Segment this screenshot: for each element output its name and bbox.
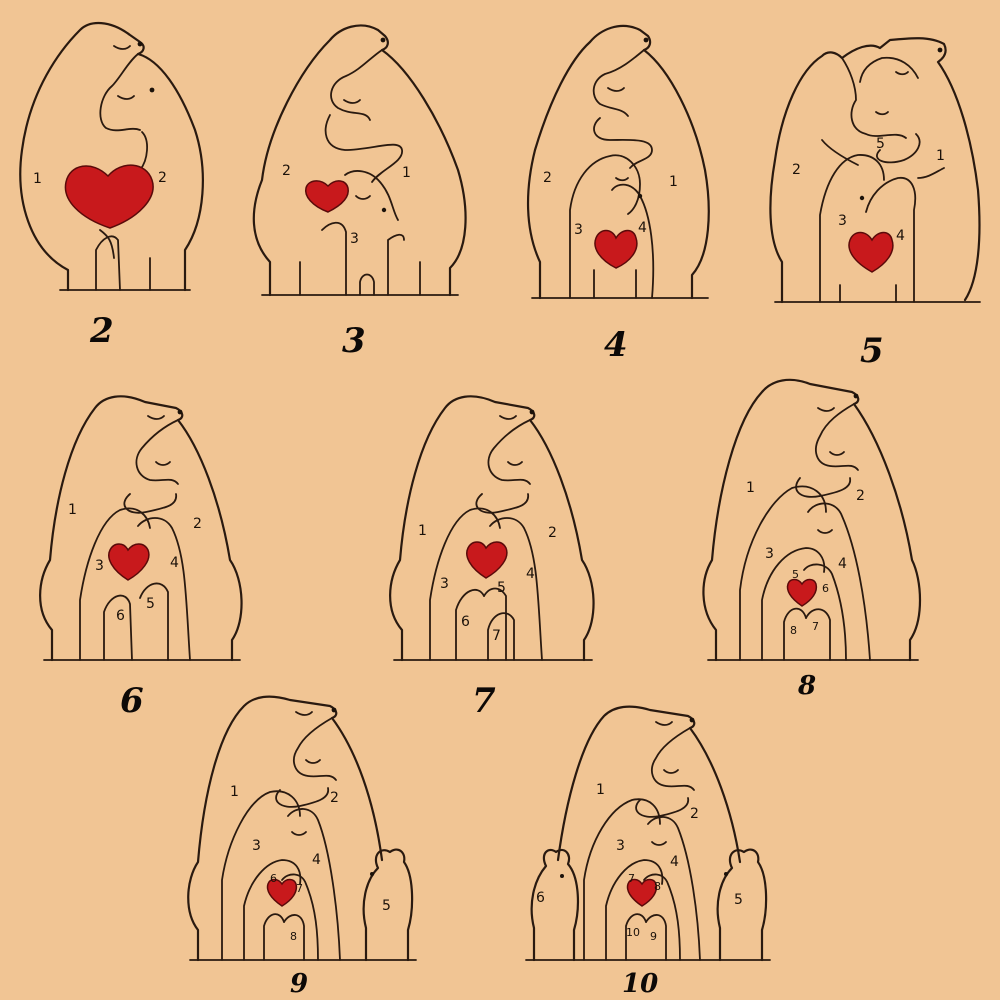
bear-number-label: 1 [230, 784, 239, 800]
bear-number-label: 5 [146, 596, 155, 612]
bear-number-label: 1 [596, 782, 605, 798]
bear-number-label: 4 [526, 566, 535, 582]
bear-number-label: 4 [312, 852, 321, 868]
bear-number-label: 6 [270, 872, 277, 885]
variant-3: 2 1 3 3 [252, 24, 467, 361]
bear-number-label: 8 [290, 930, 297, 943]
bear-number-label: 6 [461, 614, 470, 630]
variant-10: 1 2 3 4 7 8 10 9 6 5 10 [525, 705, 771, 999]
heart-icon [64, 164, 154, 229]
bear-number-label: 3 [765, 546, 774, 562]
bear-number-label: 4 [638, 220, 647, 236]
bear-number-label: 2 [548, 525, 557, 541]
bear-number-label: 6 [822, 582, 829, 595]
variant-5: 2 1 5 3 4 5 [769, 37, 981, 371]
bear-number-label: 3 [350, 231, 359, 247]
variant-4: 2 1 3 4 4 [526, 24, 710, 365]
bear-number-label: 8 [654, 880, 661, 893]
variant-caption: 8 [797, 671, 816, 701]
bear-number-label: 2 [282, 163, 291, 179]
bear-number-label: 6 [116, 608, 125, 624]
bear-number-label: 8 [790, 624, 797, 637]
variant-caption: 10 [622, 969, 658, 999]
variant-caption: 2 [89, 311, 114, 351]
bear-number-label: 5 [497, 580, 506, 596]
variant-caption: 5 [860, 331, 884, 371]
bear-number-label: 4 [896, 228, 905, 244]
variant-caption: 9 [290, 969, 308, 999]
bear-number-label: 2 [856, 488, 865, 504]
variant-caption: 7 [472, 681, 496, 721]
bear-number-label: 3 [440, 576, 449, 592]
heart-icon [786, 578, 818, 607]
heart-icon [594, 229, 638, 269]
variant-7: 1 2 3 5 4 6 7 7 [389, 395, 595, 721]
bear-number-label: 6 [536, 890, 545, 906]
bear-number-label: 3 [616, 838, 625, 854]
variant-caption: 3 [342, 321, 366, 361]
bear-outline [526, 24, 710, 300]
variant-caption: 4 [604, 325, 628, 365]
heart-icon [266, 878, 298, 907]
bear-outline [19, 22, 204, 292]
bear-number-label: 1 [402, 165, 411, 181]
bear-outline [702, 378, 922, 662]
bear-number-label: 10 [626, 926, 640, 939]
bear-number-label: 5 [876, 136, 885, 152]
bear-outline [39, 395, 243, 662]
bear-number-label: 2 [330, 790, 339, 806]
bear-number-label: 5 [382, 898, 391, 914]
variant-8: 1 2 3 4 5 6 8 7 8 [702, 378, 922, 701]
bear-outline [187, 695, 417, 962]
bear-number-label: 4 [838, 556, 847, 572]
variant-2: 1 2 2 [19, 22, 204, 351]
variant-caption: 6 [120, 681, 144, 721]
variant-6: 1 2 3 4 6 5 6 [39, 395, 243, 721]
heart-icon [626, 878, 658, 907]
bear-number-label: 1 [669, 174, 678, 190]
bear-outline [525, 705, 771, 962]
bear-number-label: 2 [690, 806, 699, 822]
bear-number-label: 5 [792, 568, 799, 581]
bear-number-label: 5 [734, 892, 743, 908]
bear-outline [252, 24, 467, 297]
variant-9: 1 2 3 4 6 7 5 8 9 [187, 695, 417, 999]
bear-number-label: 3 [252, 838, 261, 854]
bear-number-label: 1 [68, 502, 77, 518]
bear-outline [769, 37, 981, 304]
heart-icon [466, 541, 508, 579]
bear-number-label: 7 [296, 882, 303, 895]
bear-number-label: 3 [838, 213, 847, 229]
bear-number-label: 2 [543, 170, 552, 186]
heart-icon [304, 180, 349, 213]
bear-number-label: 2 [158, 170, 167, 186]
heart-icon [848, 231, 894, 273]
bear-outline [389, 395, 595, 662]
bear-number-label: 7 [492, 628, 501, 644]
bear-number-label: 2 [792, 162, 801, 178]
bear-number-label: 9 [650, 930, 657, 943]
heart-icon [108, 543, 150, 581]
bear-number-label: 2 [193, 516, 202, 532]
bear-number-label: 3 [574, 222, 583, 238]
bear-number-label: 7 [628, 872, 635, 885]
bear-number-label: 4 [670, 854, 679, 870]
bear-number-label: 1 [746, 480, 755, 496]
bear-number-label: 3 [95, 558, 104, 574]
bear-number-label: 7 [812, 620, 819, 633]
bear-number-label: 1 [936, 148, 945, 164]
bear-number-label: 1 [418, 523, 427, 539]
bear-number-label: 1 [33, 171, 42, 187]
bear-number-label: 4 [170, 555, 179, 571]
